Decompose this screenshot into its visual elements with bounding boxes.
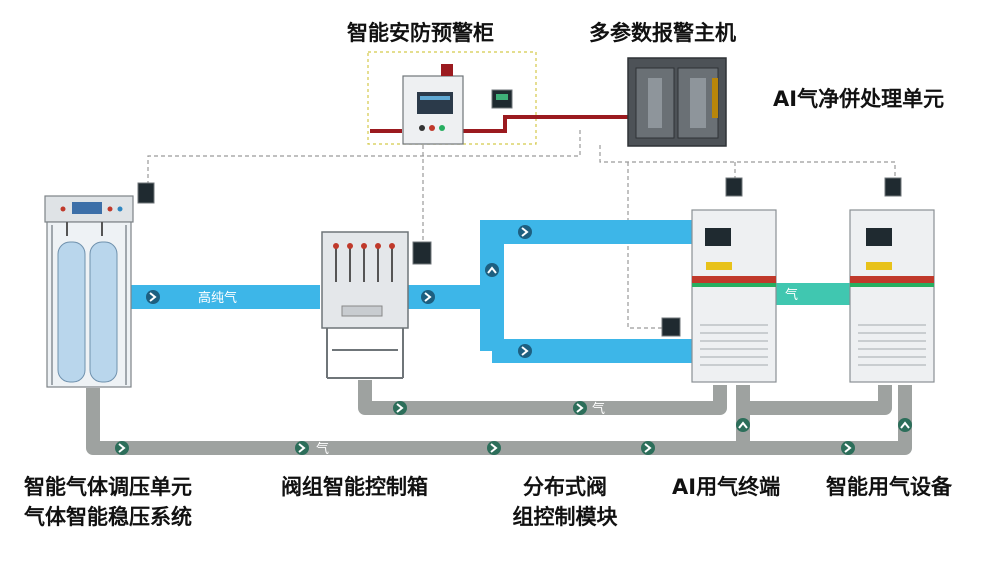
sensor-device-5 — [661, 317, 681, 337]
regulator-label-line2: 气体智能稳压系统 — [24, 505, 192, 529]
exhaust-label-mid: 气 — [592, 401, 605, 417]
ai-terminal-label: AI用气终端 — [672, 475, 781, 499]
sensor-device-1 — [137, 182, 155, 204]
security-cabinet-label: 智能安防预警柜 — [347, 21, 494, 45]
gas-equipment-label: 智能用气设备 — [826, 475, 952, 499]
exhaust-label-short: 气 — [785, 287, 798, 303]
exhaust-pipes — [86, 380, 912, 455]
sensor-device-2 — [412, 241, 432, 265]
red-signal-line — [370, 115, 635, 133]
high-purity-label: 高纯气 — [198, 290, 237, 306]
gas-cylinder-cabinet — [44, 195, 134, 388]
sensor-device-4 — [884, 177, 902, 197]
valve-box-label: 阀组智能控制箱 — [281, 475, 428, 499]
alarm-host-label: 多参数报警主机 — [589, 21, 736, 45]
smart-gas-equipment — [849, 209, 935, 383]
gray-pipe-arrows — [115, 401, 912, 455]
signal-dashed-lines — [147, 130, 896, 329]
valve-control-box — [321, 231, 409, 379]
sensor-device-3 — [725, 177, 743, 197]
alarm-host — [627, 57, 727, 147]
purification-unit-label: AI气净併处理单元 — [773, 87, 945, 111]
exhaust-label-bottom: 气 — [316, 441, 329, 457]
sensor-devices — [137, 177, 902, 337]
regulator-label-line1: 智能气体调压单元 — [24, 475, 192, 499]
distributed-label-line2: 组控制模块 — [512, 505, 618, 529]
security-cabinet — [402, 64, 513, 145]
ai-gas-terminal — [691, 209, 777, 383]
blue-pipe-arrows — [146, 225, 532, 358]
distributed-label-line1: 分布式阀 — [523, 475, 607, 499]
